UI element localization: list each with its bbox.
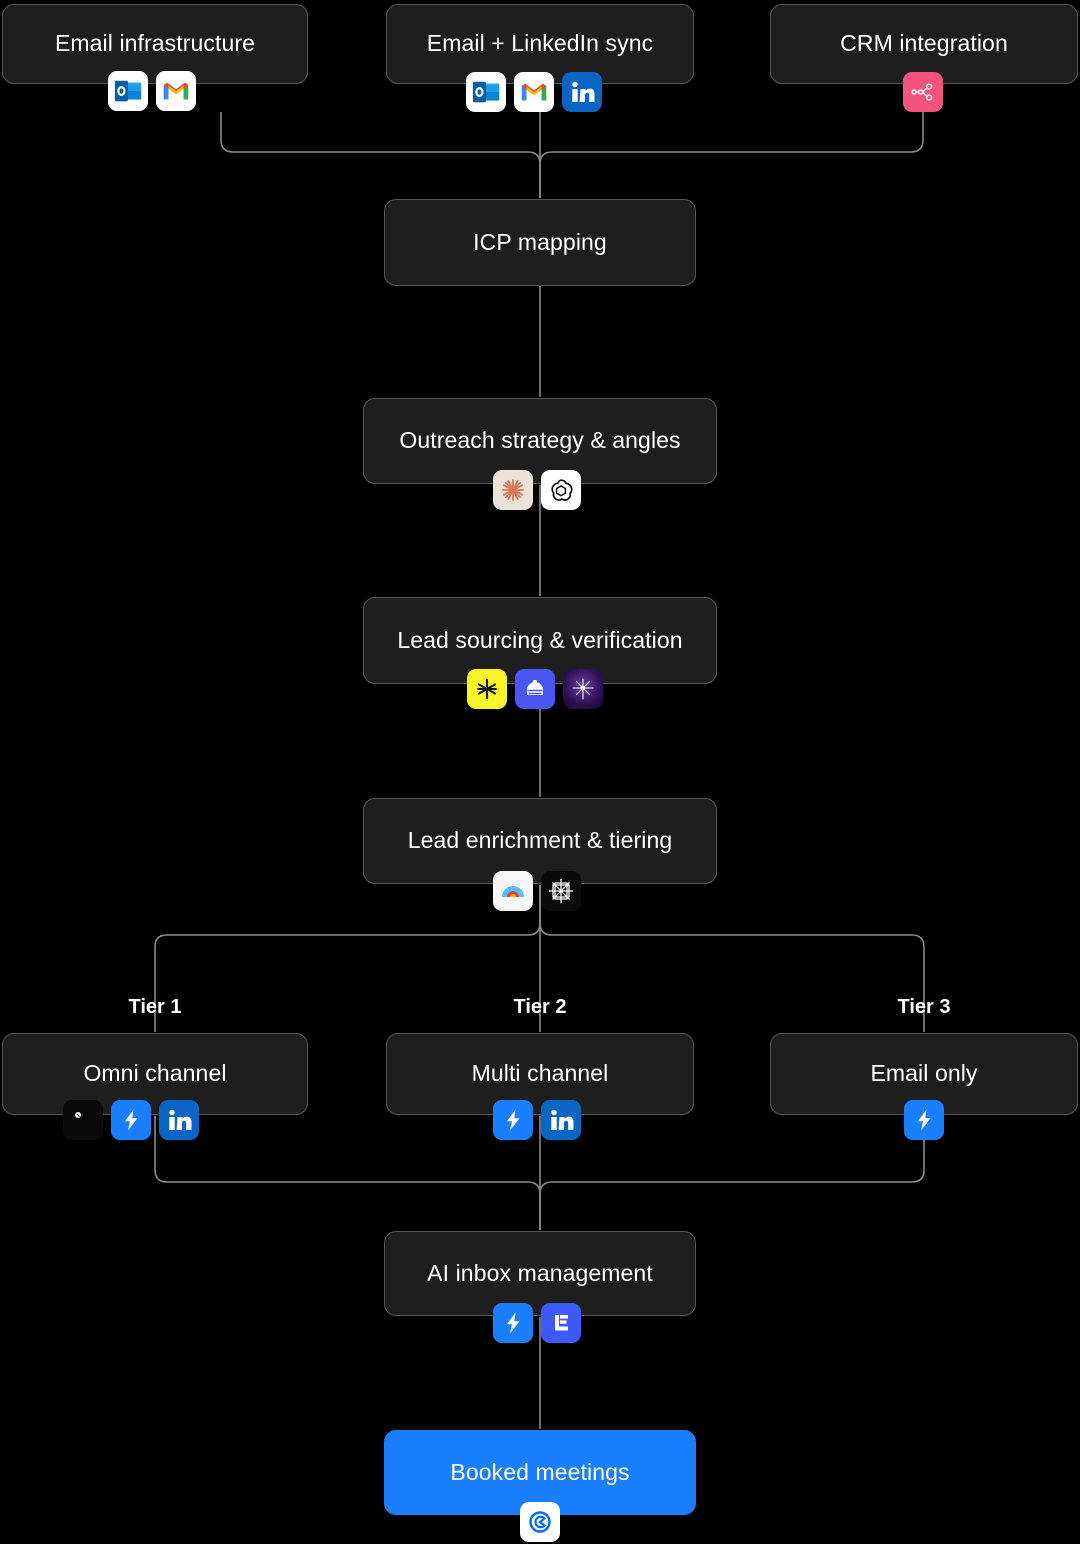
tier-label-1: Tier 1 <box>128 996 182 1018</box>
node-label: Email infrastructure <box>54 30 256 57</box>
node-label: ICP mapping <box>473 228 607 255</box>
node-label: Email only <box>870 1060 978 1087</box>
node-label: CRM integration <box>840 30 1008 57</box>
clay-icon[interactable] <box>515 669 555 709</box>
node-tier3-email-only[interactable]: Email only <box>770 1033 1078 1115</box>
icons-tier2 <box>493 1100 581 1140</box>
node-label: Multi channel <box>471 1060 609 1087</box>
linkedin-icon[interactable] <box>562 72 602 112</box>
node-label: Booked meetings <box>450 1458 630 1485</box>
smartlead-icon[interactable] <box>111 1100 151 1140</box>
icons-email-infrastructure <box>108 71 196 111</box>
node-label: Lead enrichment & tiering <box>407 827 673 854</box>
tier-label-3: Tier 3 <box>897 996 951 1018</box>
lemlist-icon[interactable] <box>541 1303 581 1343</box>
node-label: Lead sourcing & verification <box>397 626 683 653</box>
openai-icon[interactable] <box>541 470 581 510</box>
linkedin-icon[interactable] <box>541 1100 581 1140</box>
node-icp-mapping[interactable]: ICP mapping <box>384 199 696 286</box>
tier-label-2: Tier 2 <box>513 996 567 1018</box>
starburst-icon[interactable] <box>541 871 581 911</box>
node-label: AI inbox management <box>427 1259 653 1286</box>
node-outreach-strategy[interactable]: Outreach strategy & angles <box>363 398 717 484</box>
linkedin-icon[interactable] <box>159 1100 199 1140</box>
icons-lead-sourcing <box>467 669 603 709</box>
sparkle-icon[interactable] <box>563 669 603 709</box>
node-booked-meetings[interactable]: Booked meetings <box>384 1430 696 1515</box>
node-crm-integration[interactable]: CRM integration <box>770 4 1078 84</box>
node-email-linkedin-sync[interactable]: Email + LinkedIn sync <box>386 4 694 84</box>
smartlead-icon[interactable] <box>493 1100 533 1140</box>
icons-tier3 <box>904 1100 944 1140</box>
node-lead-enrichment[interactable]: Lead enrichment & tiering <box>363 798 717 884</box>
icons-booked-meetings <box>520 1502 560 1542</box>
icons-tier1 <box>63 1100 199 1140</box>
outlook-icon[interactable] <box>466 72 506 112</box>
gmail-icon[interactable] <box>156 71 196 111</box>
node-label: Omni channel <box>83 1060 227 1087</box>
gmail-icon[interactable] <box>514 72 554 112</box>
apollo-icon[interactable] <box>467 669 507 709</box>
rainbow-icon[interactable] <box>493 871 533 911</box>
node-email-infrastructure[interactable]: Email infrastructure <box>2 4 308 84</box>
icons-crm-integration <box>903 72 943 112</box>
calendly-icon[interactable] <box>520 1502 560 1542</box>
claude-icon[interactable] <box>493 470 533 510</box>
smartlead-icon[interactable] <box>904 1100 944 1140</box>
node-tier2-multi-channel[interactable]: Multi channel <box>386 1033 694 1115</box>
icons-email-linkedin-sync <box>466 72 602 112</box>
node-ai-inbox-management[interactable]: AI inbox management <box>384 1231 696 1316</box>
icons-outreach-strategy <box>493 470 581 510</box>
outlook-icon[interactable] <box>108 71 148 111</box>
smartlead-icon[interactable] <box>493 1303 533 1343</box>
icons-ai-inbox <box>493 1303 581 1343</box>
dark-phone-icon[interactable] <box>63 1100 103 1140</box>
icons-lead-enrichment <box>493 871 581 911</box>
node-label: Email + LinkedIn sync <box>426 30 654 57</box>
hubspot-icon[interactable] <box>903 72 943 112</box>
node-label: Outreach strategy & angles <box>399 427 681 454</box>
node-tier1-omni-channel[interactable]: Omni channel <box>2 1033 308 1115</box>
